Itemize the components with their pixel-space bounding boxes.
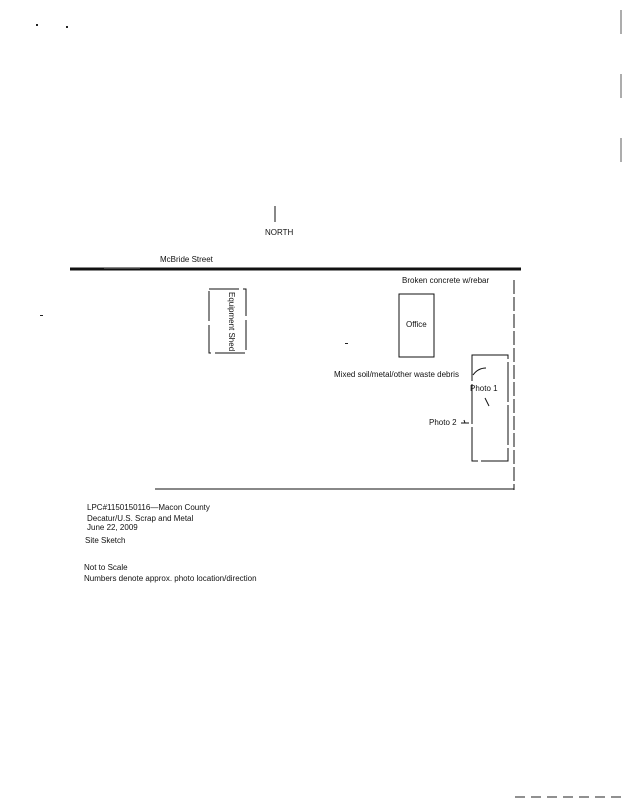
office-label: Office [406, 320, 427, 329]
north-label: NORTH [265, 228, 294, 237]
office-outline [398, 293, 435, 358]
photo-2-arrow-head [463, 419, 466, 424]
mixed-debris-label: Mixed soil/metal/other waste debris [334, 370, 459, 379]
sketch-date: June 22, 2009 [87, 523, 138, 532]
numbers-note: Numbers denote approx. photo location/di… [84, 574, 257, 583]
scale-note: Not to Scale [84, 563, 128, 572]
site-name: Decatur/U.S. Scrap and Metal [87, 514, 194, 523]
debris-pointer [472, 367, 487, 376]
broken-concrete-label: Broken concrete w/rebar [402, 276, 490, 285]
street-label: McBride Street [160, 255, 213, 264]
equipment-shed-label: Equipment Shed [227, 292, 236, 352]
photo-1-label: Photo 1 [470, 384, 498, 393]
site-id: LPC#1150150116—Macon County [87, 503, 210, 512]
photo-1-direction-icon [484, 397, 490, 407]
sketch-title: Site Sketch [85, 536, 126, 545]
debris-area-outline [471, 354, 509, 462]
equipment-shed-outline [208, 288, 247, 354]
photo-2-label: Photo 2 [429, 418, 457, 427]
